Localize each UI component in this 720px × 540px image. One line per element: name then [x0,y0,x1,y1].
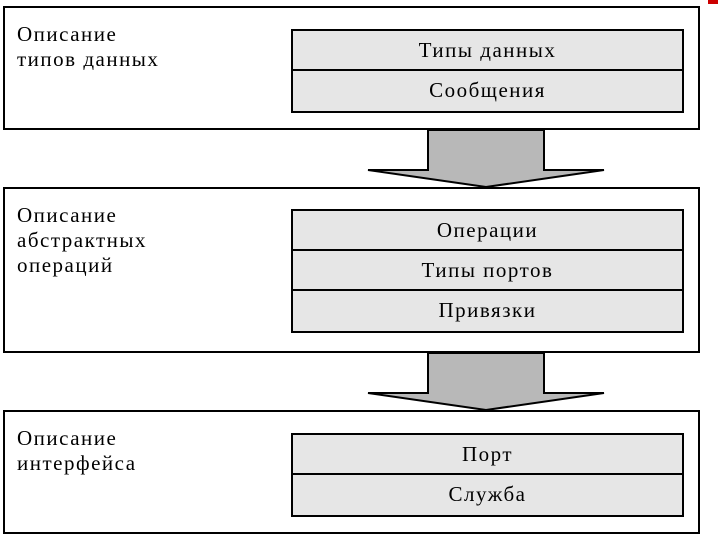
stack-item: Служба [293,475,682,515]
down-arrow-icon [367,353,605,411]
item-stack: Порт Служба [291,433,684,517]
item-stack: Типы данных Сообщения [291,29,684,113]
section-label: Описание интерфейса [17,426,137,475]
stack-item: Операции [293,211,682,251]
section-label: Описание типов данных [17,22,160,71]
stack-item: Порт [293,435,682,475]
stack-item: Типы данных [293,31,682,71]
stack-item: Привязки [293,291,682,331]
corner-mark [708,0,718,4]
down-arrow-icon [367,130,605,188]
section-interface: Описание интерфейса Порт Служба [3,410,700,534]
stack-item: Сообщения [293,71,682,111]
item-stack: Операции Типы портов Привязки [291,209,684,333]
stack-item: Типы портов [293,251,682,291]
section-label: Описание абстрактных операций [17,203,148,277]
section-data-types: Описание типов данных Типы данных Сообще… [3,6,700,130]
section-abstract-operations: Описание абстрактных операций Операции Т… [3,187,700,353]
